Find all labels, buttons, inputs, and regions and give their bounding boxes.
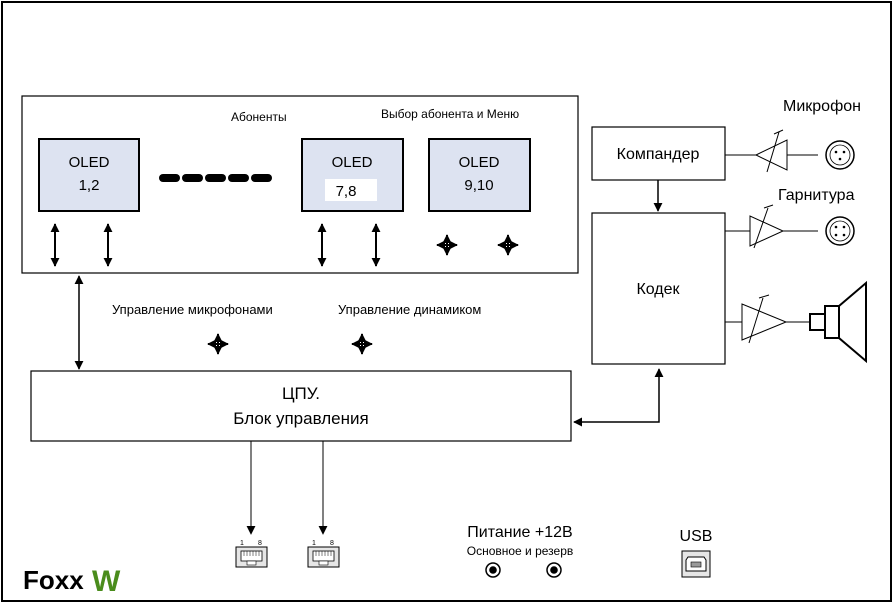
oled-channels: 1,2 [79,177,100,194]
four-way-arrow-icon [352,334,372,354]
svg-text:1: 1 [312,540,316,547]
usb-label: USB [680,528,713,545]
svg-text:8: 8 [330,540,334,547]
svg-text:W: W [92,565,121,598]
loudspeaker-icon [809,280,867,364]
oled-display-9-10 [428,138,531,212]
oled-title: OLED [69,154,110,171]
headset-connector-icon [825,216,855,246]
compander-label: Компандер [617,146,700,163]
codec-label: Кодек [636,281,680,298]
microphone-connector-icon [825,140,855,170]
cpu-line1: ЦПУ. [282,384,320,403]
rj45-port-icon: 1 8 [235,540,268,568]
cpu-line2: Блок управления [233,409,368,428]
power-title: Питание +12В [467,524,572,541]
power-subtitle: Основное и резерв [467,544,574,558]
speaker-amplifier-icon [725,294,810,344]
oled-channel-plate [325,179,377,201]
menu-label: Выбор абонента и Меню [381,107,519,121]
oled-title: OLED [459,154,500,171]
oled-display-1-2 [38,138,140,212]
codec-block [591,212,726,365]
oled-title: OLED [332,154,373,171]
svg-text:8: 8 [258,540,262,547]
oled-channels: 7,8 [336,183,357,200]
speaker-control-label: Управление динамиком [338,302,481,317]
microphone-label: Микрофон [783,98,861,115]
rj45-port-icon: 1 8 [307,540,340,568]
power-jack-icon [546,562,562,578]
subscribers-label: Абоненты [231,110,287,124]
oled-display-7-8 [301,138,404,212]
compander-block [591,126,726,181]
four-way-arrow-icon [208,334,228,354]
cpu-block [30,370,572,442]
headset-amplifier-icon [725,204,818,249]
svg-text:Foxx: Foxx [23,565,84,595]
cpu-codec-link [573,368,664,427]
microphone-preamp-icon [725,129,818,173]
power-jack-icon [485,562,501,578]
headset-label: Гарнитура [778,187,855,204]
mic-control-label: Управление микрофонами [112,302,273,317]
foxxw-logo: Foxx W [23,565,121,598]
oled-channels: 9,10 [464,177,493,194]
usb-port-icon [681,550,711,578]
svg-text:1: 1 [240,540,244,547]
